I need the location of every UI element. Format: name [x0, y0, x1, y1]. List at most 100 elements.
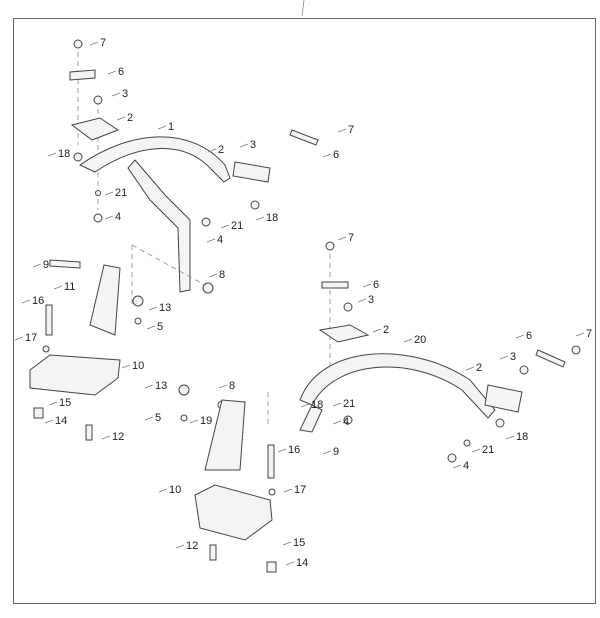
nut-13: [132, 295, 144, 307]
callout-20: 20: [414, 334, 426, 346]
leader-line: [357, 298, 367, 303]
leader-line: [322, 153, 332, 158]
leader-line: [207, 148, 217, 153]
leader-line: [452, 464, 462, 469]
callout-18: 18: [311, 399, 323, 411]
leader-line: [515, 334, 525, 339]
bolt-7r: [325, 241, 335, 251]
bolt-7rb: [571, 345, 581, 355]
callout-18: 18: [58, 148, 70, 160]
leader-line: [239, 143, 249, 148]
bolt-16c: [267, 444, 275, 479]
callout-3: 3: [250, 139, 256, 151]
mount-11: [89, 264, 121, 336]
callout-2: 2: [476, 362, 482, 374]
callout-4: 4: [343, 416, 349, 428]
leader-line: [403, 338, 413, 343]
leader-line: [107, 70, 117, 75]
callout-12: 12: [186, 540, 198, 552]
callout-5: 5: [157, 321, 163, 333]
bolt-7: [73, 39, 83, 49]
leader-line: [332, 402, 342, 407]
plate-2b: [232, 161, 271, 183]
leader-line: [148, 306, 158, 311]
leader-line: [48, 401, 58, 406]
plate-2r: [318, 324, 370, 343]
leader-line: [285, 561, 295, 566]
callout-10: 10: [132, 360, 144, 372]
callout-6: 6: [333, 149, 339, 161]
leader-line: [111, 92, 121, 97]
bolt-3: [93, 95, 103, 105]
strap-6r: [321, 281, 349, 289]
leader-line: [189, 419, 199, 424]
leader-line: [144, 384, 154, 389]
callout-17: 17: [25, 332, 37, 344]
leader-line: [121, 364, 131, 369]
plate-2rb: [484, 384, 523, 413]
callout-10: 10: [169, 484, 181, 496]
washer-5: [134, 317, 142, 325]
leader-line: [116, 116, 126, 121]
callout-19: 19: [200, 415, 212, 427]
base-10c: [194, 484, 273, 541]
nut-4r: [447, 453, 457, 463]
callout-7: 7: [348, 232, 354, 244]
strap-6rb: [535, 349, 566, 368]
leader-line: [283, 488, 293, 493]
callout-16: 16: [32, 295, 44, 307]
washer-5c: [180, 414, 188, 422]
leader-line: [104, 191, 114, 196]
callout-14: 14: [296, 557, 308, 569]
callout-4: 4: [463, 460, 469, 472]
leader-line: [47, 152, 57, 157]
bolt-9r: [343, 415, 353, 425]
leader-line: [104, 215, 114, 220]
washer-17c: [268, 488, 276, 496]
callout-2: 2: [383, 324, 389, 336]
base-10: [29, 354, 121, 396]
leader-line: [332, 420, 342, 425]
leader-line: [32, 263, 42, 268]
washer-17: [42, 345, 50, 353]
callout-21: 21: [231, 220, 243, 232]
callout-9: 9: [333, 446, 339, 458]
leader-line: [14, 336, 24, 341]
callout-13: 13: [155, 380, 167, 392]
callout-7: 7: [586, 328, 592, 340]
callout-3: 3: [368, 294, 374, 306]
callout-12: 12: [112, 431, 124, 443]
callout-4: 4: [115, 211, 121, 223]
nut-8: [202, 282, 214, 294]
center-mount-assembly: [178, 384, 277, 573]
bolt-16: [45, 304, 53, 336]
callout-5: 5: [155, 412, 161, 424]
callout-3: 3: [122, 88, 128, 100]
leader-line: [322, 450, 332, 455]
callout-13: 13: [159, 302, 171, 314]
callout-15: 15: [293, 537, 305, 549]
callout-16: 16: [288, 444, 300, 456]
spacer-14c: [266, 561, 277, 573]
leader-line: [337, 236, 347, 241]
leader-line: [44, 419, 54, 424]
callout-7: 7: [348, 124, 354, 136]
nut-18b: [250, 200, 260, 210]
nut-18: [73, 152, 83, 162]
callout-2: 2: [127, 112, 133, 124]
leader-line: [53, 285, 63, 290]
bolt-3r: [343, 302, 353, 312]
leader-line: [282, 541, 292, 546]
strap-6b: [289, 129, 319, 146]
right-fender-bracket-assembly: [299, 241, 581, 463]
leader-line: [158, 488, 168, 493]
leader-line: [144, 416, 154, 421]
top-tick: [301, 0, 305, 17]
leader-line: [21, 299, 31, 304]
nut-18r: [495, 418, 505, 428]
nut-4: [93, 213, 103, 223]
callout-21: 21: [343, 398, 355, 410]
leader-line: [101, 435, 111, 440]
